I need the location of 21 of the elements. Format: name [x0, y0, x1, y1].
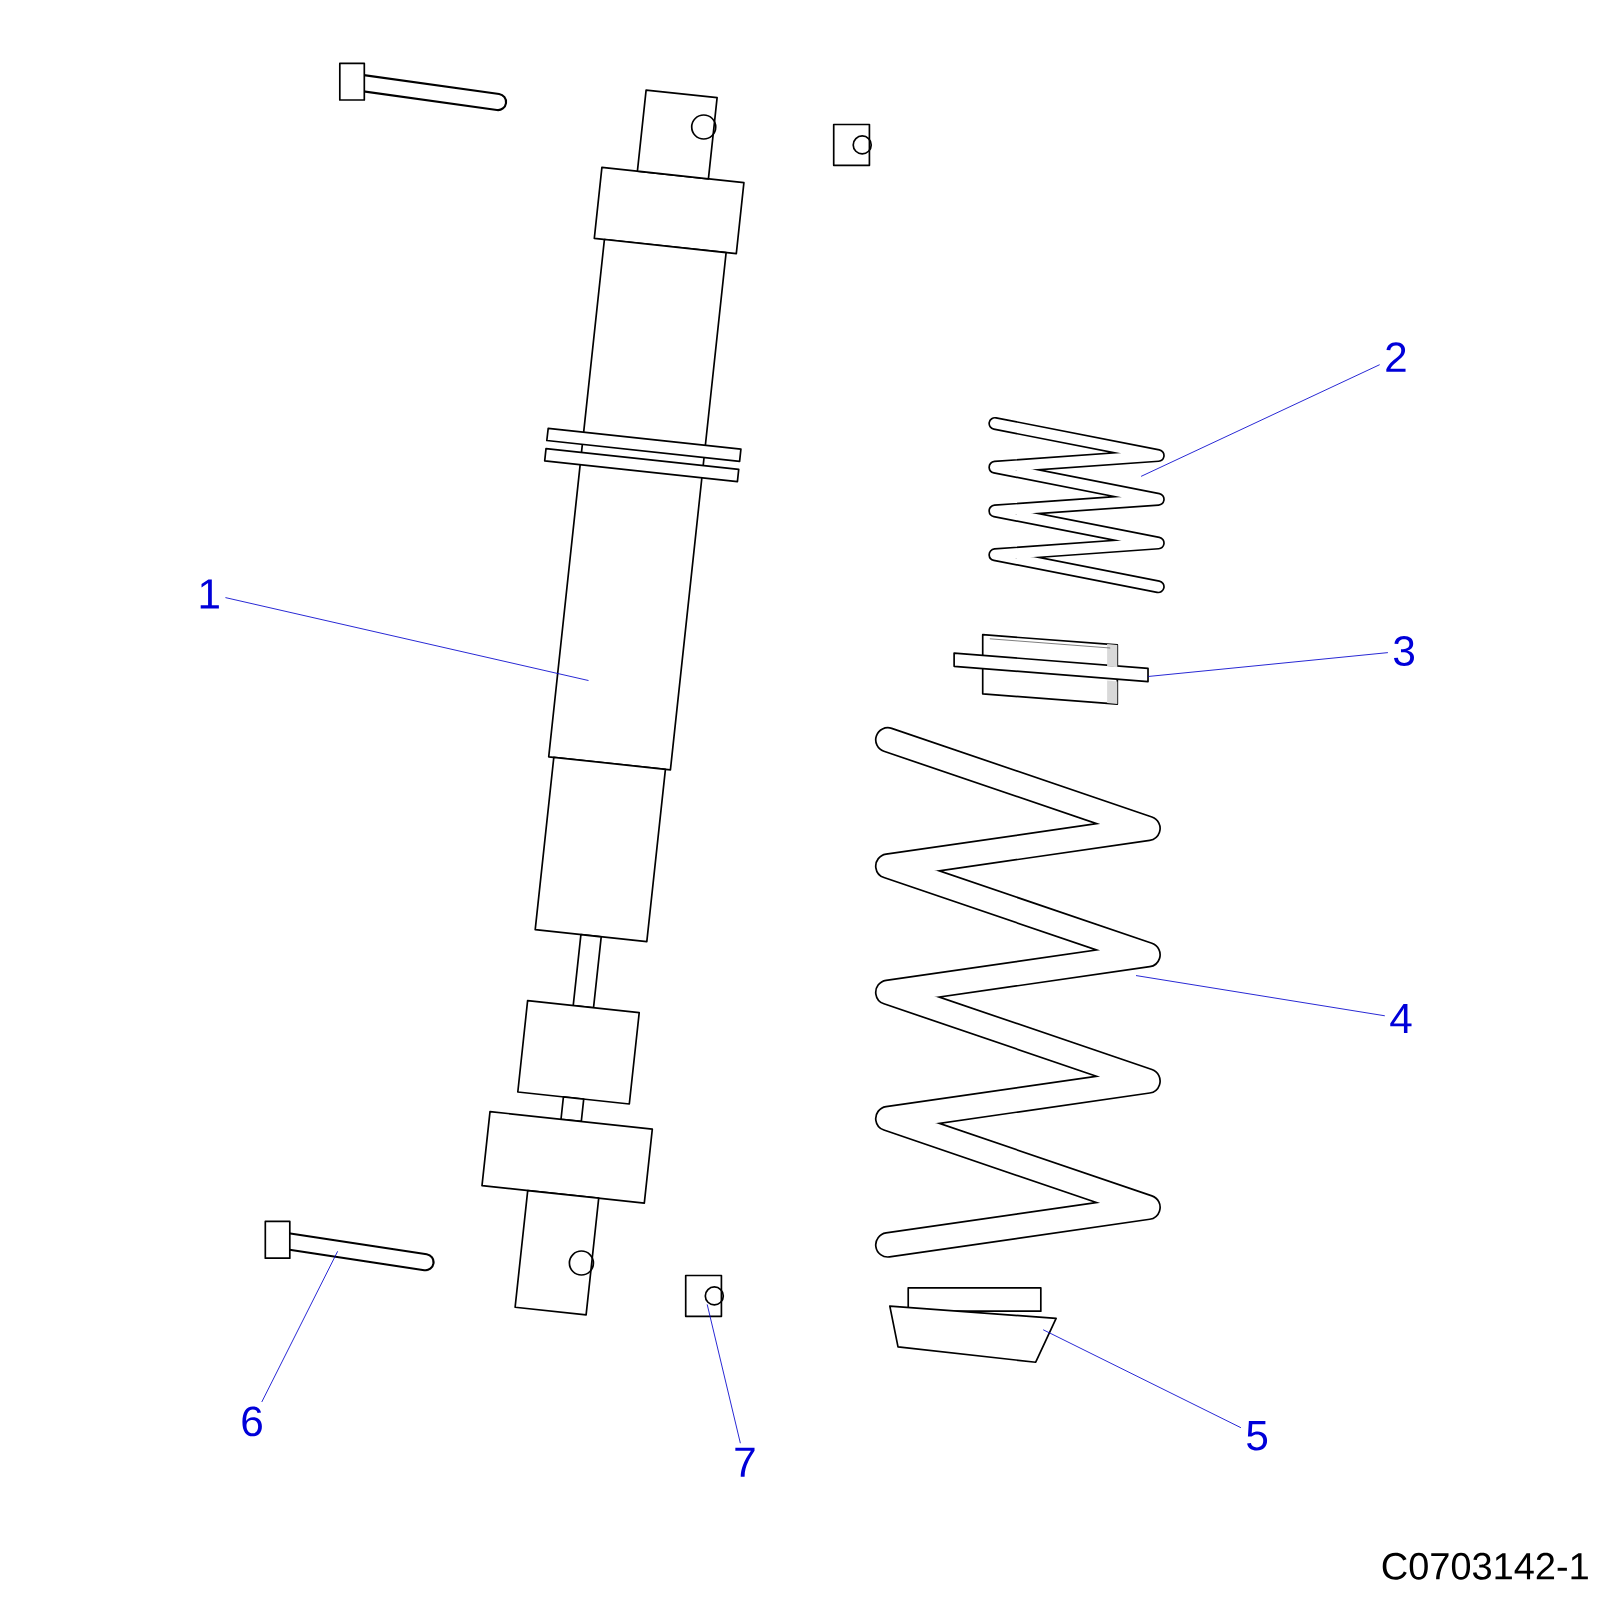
figure-code: C0703142-1 [1382, 1552, 1588, 1580]
spring-drawing [988, 416, 1165, 594]
callout-number: 1 [200, 579, 219, 609]
leader-line [261, 1250, 339, 1403]
callout-number: 5 [1247, 1421, 1268, 1451]
bolt-drawing [264, 1220, 435, 1272]
leader-line [1140, 364, 1381, 477]
spring-drawing [874, 726, 1161, 1258]
callout-number: 6 [242, 1406, 262, 1437]
bushing-drawing [684, 1274, 725, 1318]
leader-line [1042, 1329, 1242, 1429]
leader-line [1135, 975, 1386, 1017]
leader-line [706, 1304, 741, 1444]
callout-number: 4 [1390, 1003, 1412, 1033]
callout-number: 2 [1386, 342, 1406, 372]
spacer-drawing [953, 633, 1149, 705]
spring-seat-drawing [888, 1286, 1057, 1364]
leader-line [225, 597, 589, 681]
callout-number: 3 [1394, 636, 1414, 666]
callout-number: 7 [735, 1447, 755, 1477]
shock-absorber-drawing [481, 89, 745, 1316]
